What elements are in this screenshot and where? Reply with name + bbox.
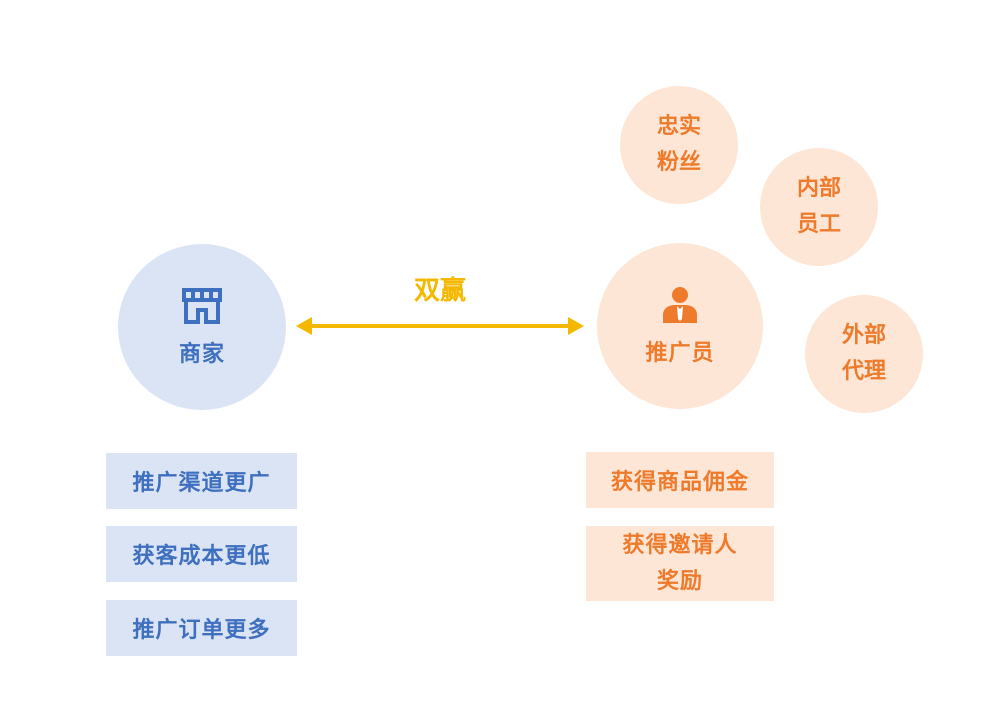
merchant-benefit-box: 推广订单更多	[106, 600, 297, 656]
double-arrow-icon	[296, 317, 584, 335]
source-line: 员工	[796, 212, 841, 237]
win-win-label: 双赢	[413, 276, 466, 306]
promoter-node: 推广员	[597, 243, 763, 409]
source-external-agent: 外部 代理	[805, 295, 923, 413]
merchant-benefit-box: 获客成本更低	[106, 526, 297, 582]
source-line: 粉丝	[656, 150, 701, 175]
source-internal-staff: 内部 员工	[760, 148, 878, 266]
merchant-node: 商家	[118, 244, 286, 410]
promoter-benefit-text: 获得邀请人	[622, 532, 738, 558]
promoter-label: 推广员	[645, 341, 715, 366]
promoter-benefit-box: 获得邀请人 奖励	[586, 526, 774, 601]
promoter-benefit-text: 获得商品佣金	[610, 470, 749, 495]
source-line: 代理	[841, 359, 886, 384]
store-icon	[182, 288, 222, 324]
source-line: 内部	[796, 176, 841, 201]
promoter-benefit-box: 获得商品佣金	[586, 452, 774, 508]
promoter-benefit-text: 奖励	[656, 568, 703, 594]
source-line: 忠实	[656, 114, 701, 139]
source-line: 外部	[841, 323, 886, 348]
person-icon	[663, 287, 697, 323]
merchant-label: 商家	[178, 342, 225, 367]
source-loyal-fans: 忠实 粉丝	[620, 86, 738, 204]
merchant-benefit-box: 推广渠道更广	[106, 453, 297, 509]
